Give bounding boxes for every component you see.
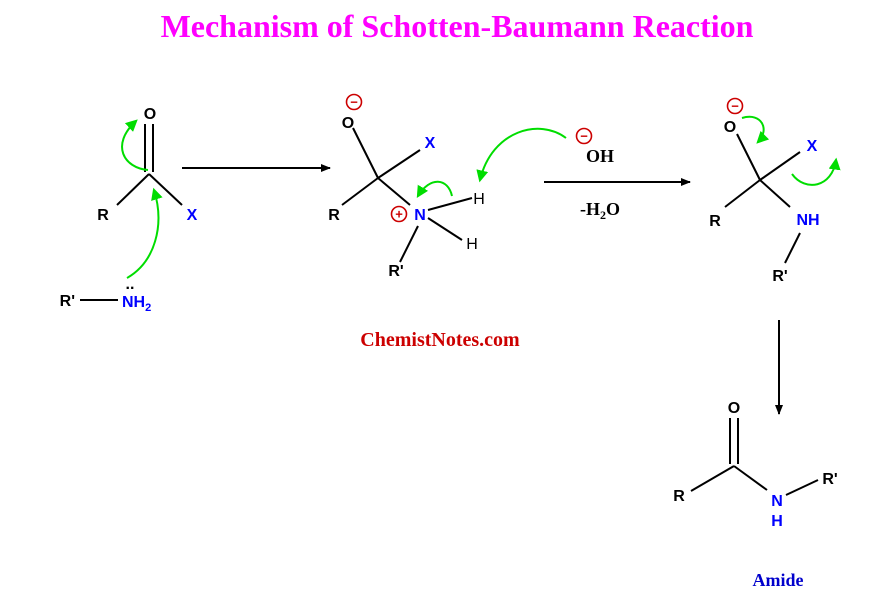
amide-product-structure: O R N H R' [673, 400, 837, 530]
atom-r-group: R [709, 213, 721, 230]
electron-arrow-leaving-group [791, 157, 841, 186]
positive-charge-icon [390, 205, 408, 223]
atom-r-group: R [328, 207, 340, 224]
svg-text:−: − [580, 129, 588, 144]
product-label: Amide [753, 570, 804, 590]
atom-r-prime: R' [388, 263, 403, 280]
atom-leaving-group-x: X [187, 207, 198, 224]
atom-leaving-group-x: X [425, 135, 436, 152]
atom-oxygen: O [724, 119, 736, 136]
electron-arrow-nitrogen-attack [126, 187, 163, 279]
atom-r-group: R [97, 207, 109, 224]
electron-arrow-hydroxide-attack [476, 127, 567, 183]
negative-charge-icon [726, 97, 744, 115]
atom-hydrogen: H [473, 191, 485, 208]
negative-charge-icon [345, 93, 363, 111]
atom-r-prime: R' [772, 268, 787, 285]
svg-text:+: + [395, 207, 403, 222]
atom-oxygen: O [342, 115, 354, 132]
svg-text:−: − [350, 95, 358, 110]
reagent-hydroxide: OH [586, 146, 614, 166]
atom-r-group: R [673, 488, 685, 505]
atom-nh-group: NH [796, 212, 819, 229]
atom-leaving-group-x: X [807, 138, 818, 155]
byproduct-water: -H2O [580, 199, 620, 222]
negative-charge-icon [575, 127, 593, 145]
atom-r-prime: R' [822, 471, 837, 488]
tetrahedral-intermediate-1: O − X R N + H H R' [328, 93, 485, 280]
atom-hydrogen: H [466, 236, 478, 253]
atom-amide-hydrogen: H [771, 513, 783, 530]
electron-arrow-pi-bond-to-oxygen [121, 119, 149, 171]
lone-pair-dots: .. [126, 276, 135, 293]
watermark-text: ChemistNotes.com [360, 329, 520, 351]
tetrahedral-intermediate-2: O − X R NH R' [709, 97, 820, 285]
amine-structure: R' NH2 .. [60, 276, 152, 314]
atom-amine-nitrogen: NH2 [122, 294, 151, 314]
electron-arrow-n-h-bond [416, 180, 453, 199]
acyl-halide-structure: O R X [97, 106, 197, 224]
electron-arrow-reform-carbonyl [741, 115, 770, 144]
atom-ammonium-nitrogen: N [414, 207, 426, 224]
page-title: Mechanism of Schotten-Baumann Reaction [161, 8, 754, 44]
atom-oxygen: O [728, 400, 740, 417]
svg-text:−: − [731, 99, 739, 114]
hydroxide-reagent: − OH [575, 127, 614, 166]
atom-amide-nitrogen: N [771, 493, 783, 510]
atom-r-prime: R' [60, 293, 75, 310]
atom-oxygen: O [144, 106, 156, 123]
